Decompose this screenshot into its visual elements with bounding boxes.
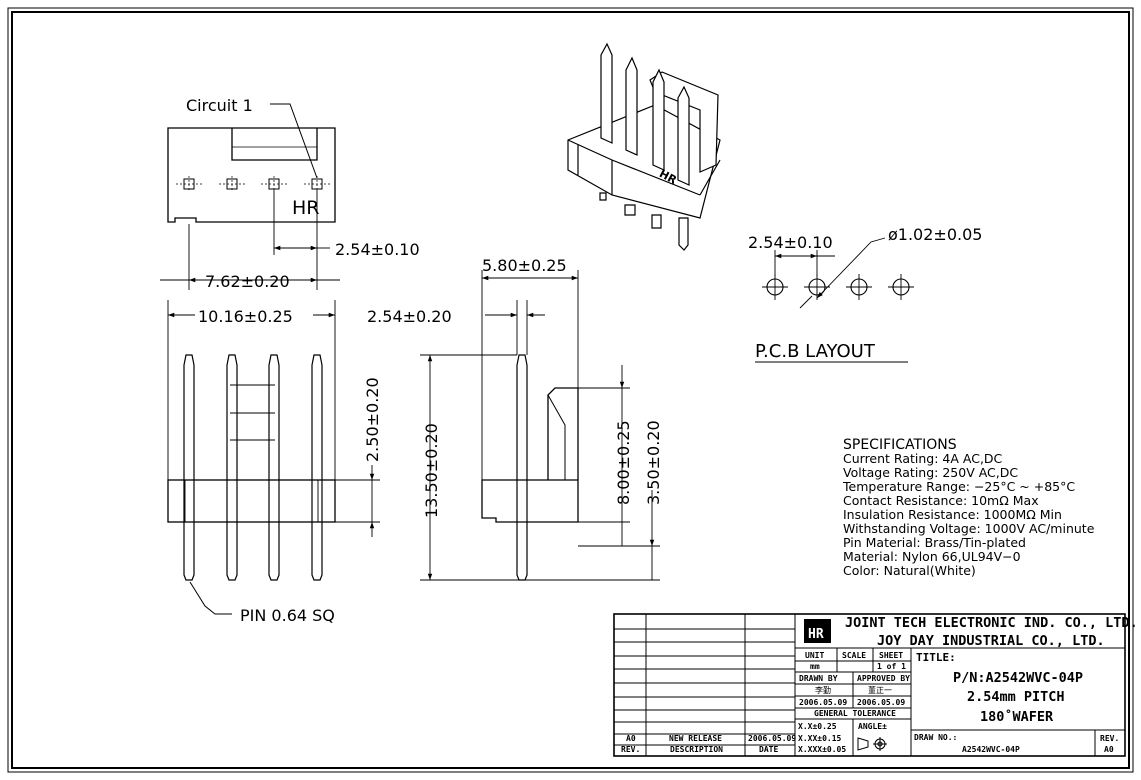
dim-depth-580: 5.80±0.25 xyxy=(482,256,567,275)
title-label: TITLE: xyxy=(916,651,956,664)
dim-height-1350: 13.50±0.20 xyxy=(422,423,441,518)
spec-line: Contact Resistance: 10mΩ Max xyxy=(843,493,1039,508)
company-name-1: JOINT TECH ELECTRONIC IND. CO., LTD. xyxy=(845,615,1138,631)
sheet-label: SHEET xyxy=(879,651,903,660)
isometric-view xyxy=(567,42,721,251)
pin-leader xyxy=(189,581,232,615)
approved-date: 2006.05.09 xyxy=(857,698,905,707)
scale-label: SCALE xyxy=(842,651,866,660)
spec-line: Voltage Rating: 250V AC,DC xyxy=(843,465,1018,480)
pin-label: PIN 0.64 SQ xyxy=(240,606,335,625)
dim-span-762: 7.62±0.20 xyxy=(205,272,290,291)
draw-no-label: DRAW NO.: xyxy=(914,733,957,742)
spec-line: Current Rating: 4A AC,DC xyxy=(843,451,1003,466)
rev-row-rev: A0 xyxy=(626,734,636,743)
unit-label: UNIT xyxy=(805,651,824,660)
tolerance-label: GENERAL TOLERANCE xyxy=(814,709,896,718)
dim-pcb-hole: ø1.02±0.05 xyxy=(888,225,982,244)
front-view-body xyxy=(167,384,336,523)
part-number: P/N:A2542WVC-04P xyxy=(953,670,1083,686)
dim-height-250: 2.50±0.20 xyxy=(363,377,382,462)
hr-logo-top: HR xyxy=(292,197,320,219)
pcb-dim-lines xyxy=(774,237,886,309)
spec-line: Withstanding Voltage: 1000V AC/minute xyxy=(843,521,1095,536)
top-view-pins xyxy=(176,176,330,192)
dim-pitch-top: 2.54±0.10 xyxy=(335,240,420,259)
rev-row-date: 2006.05.09 xyxy=(748,734,796,743)
title-block-fields: UNIT mm SCALE SHEET 1 of 1 DRAWN BY APPR… xyxy=(621,651,1119,754)
angle-label: ANGLE± xyxy=(858,722,887,731)
inner-border xyxy=(11,11,1130,769)
dim-pitch-side: 2.54±0.20 xyxy=(367,307,452,326)
pcb-layout-title: P.C.B LAYOUT xyxy=(755,341,876,362)
date-col-header: DATE xyxy=(759,745,778,754)
side-view xyxy=(481,354,579,581)
drawn-by-label: DRAWN BY xyxy=(799,674,838,683)
tolerance-2: X.XX±0.15 xyxy=(798,734,842,743)
tolerance-3: X.XXX±0.05 xyxy=(798,745,846,754)
circuit-1-label: Circuit 1 xyxy=(186,96,253,115)
dim-250-lines xyxy=(335,465,380,537)
approved-by-label: APPROVED BY xyxy=(857,674,910,683)
tolerance-1: X.X±0.25 xyxy=(798,722,837,731)
wafer-line: 180˚WAFER xyxy=(980,708,1054,725)
spec-line: Insulation Resistance: 1000MΩ Min xyxy=(843,507,1062,522)
spec-line: Temperature Range: −25°C ~ +85°C xyxy=(842,479,1075,494)
outer-border xyxy=(7,7,1134,773)
dim-pcb-pitch: 2.54±0.10 xyxy=(748,233,833,252)
rev-label: REV. xyxy=(1100,734,1119,743)
projection-symbol-icon xyxy=(857,737,887,751)
desc-col-header: DESCRIPTION xyxy=(670,745,723,754)
rev-row-description: NEW RELEASE xyxy=(669,734,722,743)
sheet-value: 1 of 1 xyxy=(877,662,906,671)
company-name-2: JOY DAY INDUSTRIAL CO., LTD. xyxy=(877,633,1105,649)
spec-heading: SPECIFICATIONS xyxy=(843,437,957,453)
dim-top-lines xyxy=(160,190,340,290)
dim-height-800: 8.00±0.25 xyxy=(614,420,633,505)
spec-lines: Current Rating: 4A AC,DC Voltage Rating:… xyxy=(842,451,1095,578)
drawn-by-name: 李勤 xyxy=(815,685,831,695)
rev-value: A0 xyxy=(1104,745,1114,754)
draw-no-value: A2542WVC-04P xyxy=(962,745,1020,754)
side-dim-lines xyxy=(420,270,660,581)
front-view-pins xyxy=(183,354,323,581)
unit-value: mm xyxy=(810,662,820,671)
dim-height-350: 3.50±0.20 xyxy=(644,420,663,505)
approved-by-name: 董正一 xyxy=(868,685,892,695)
company-logo: HR xyxy=(804,619,831,643)
rev-col-header: REV. xyxy=(621,745,640,754)
dim-width-1016: 10.16±0.25 xyxy=(198,307,293,326)
pcb-holes xyxy=(762,274,914,300)
drawn-date: 2006.05.09 xyxy=(799,698,847,707)
spec-line: Pin Material: Brass/Tin-plated xyxy=(843,535,1026,550)
circuit-1-leader xyxy=(270,103,318,179)
front-dim-lines xyxy=(167,300,336,480)
top-view xyxy=(167,127,336,223)
spec-line: Color: Natural(White) xyxy=(843,563,976,578)
pitch-line: 2.54mm PITCH xyxy=(967,689,1065,705)
title-block-grid xyxy=(613,613,1126,757)
company-logo-text: HR xyxy=(808,627,824,642)
spec-line: Material: Nylon 66,UL94V−0 xyxy=(843,549,1021,564)
